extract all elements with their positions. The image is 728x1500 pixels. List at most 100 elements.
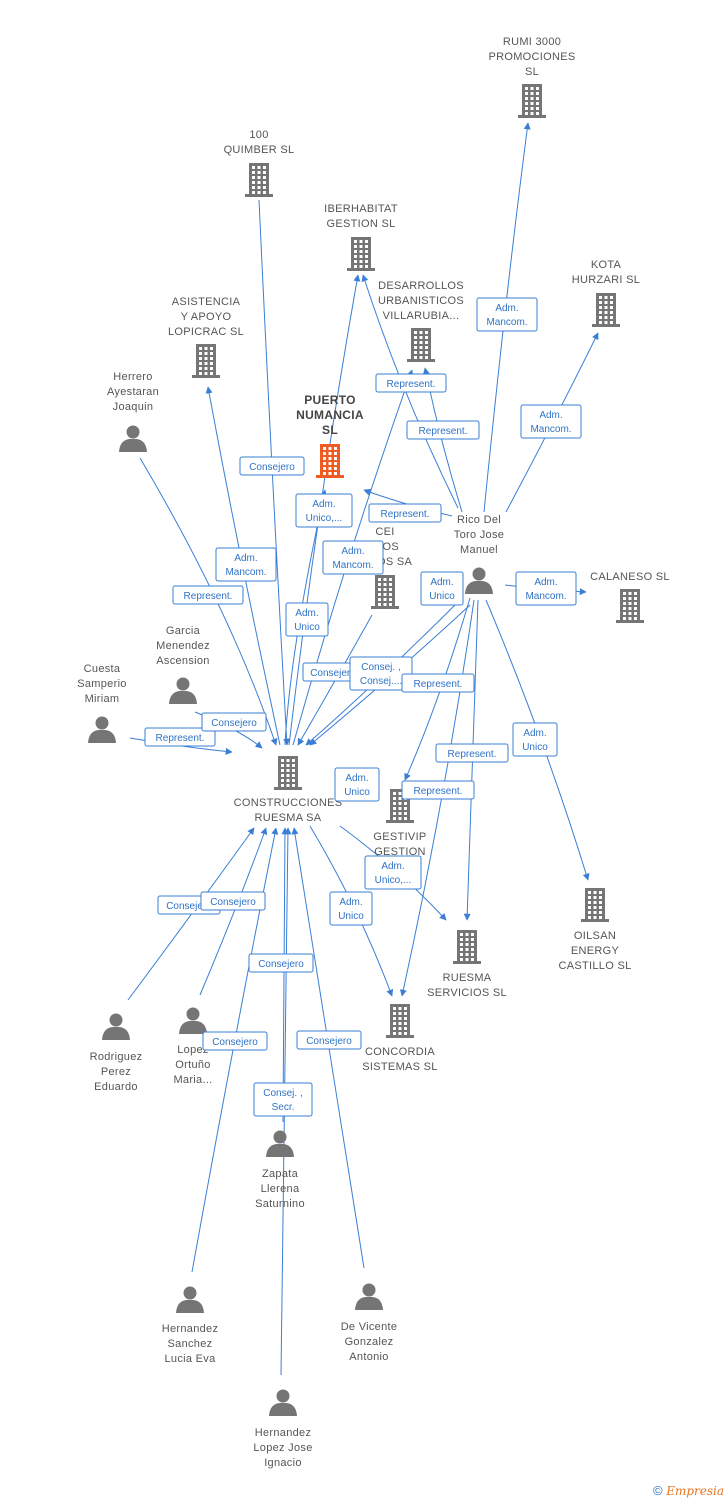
node-calaneso[interactable]: CALANESO SL bbox=[590, 571, 670, 623]
building-icon bbox=[616, 589, 644, 623]
svg-text:Adm.Mancom.: Adm.Mancom. bbox=[525, 577, 566, 602]
svg-text:Adm.Unico: Adm.Unico bbox=[344, 773, 370, 798]
edge-label: Consej. ,Consej.... bbox=[349, 656, 413, 691]
building-icon bbox=[347, 237, 375, 271]
person-icon bbox=[465, 567, 493, 594]
building-icon bbox=[192, 344, 220, 378]
edge-label: Consejero bbox=[239, 456, 305, 476]
edge-rico-ruesma bbox=[463, 599, 479, 921]
edge-label: Adm.Mancom. bbox=[515, 571, 577, 606]
edge-rico-gest bbox=[404, 597, 471, 781]
edge-quimber bbox=[258, 199, 291, 746]
edge-label: Represent. bbox=[375, 373, 447, 393]
edge-labels-layer: ConsejeroAdm.Unico,...Adm.Mancom.Represe… bbox=[144, 297, 582, 1117]
copyright-symbol: © bbox=[652, 1483, 663, 1498]
building-icon bbox=[453, 930, 481, 964]
building-icon bbox=[407, 328, 435, 362]
svg-text:Consejero: Consejero bbox=[249, 462, 295, 473]
building-icon bbox=[316, 444, 344, 478]
svg-text:Adm.Mancom.: Adm.Mancom. bbox=[225, 553, 266, 578]
svg-text:Represent.: Represent. bbox=[184, 591, 233, 602]
edge-label: Consejero bbox=[201, 712, 267, 732]
edge-label: Represent. bbox=[401, 780, 475, 800]
svg-text:Represent.: Represent. bbox=[381, 509, 430, 520]
edge-label: Represent. bbox=[368, 503, 442, 523]
svg-text:Represent.: Represent. bbox=[387, 379, 436, 390]
node-label: CALANESO SL bbox=[590, 571, 670, 583]
svg-text:Consejero: Consejero bbox=[306, 1036, 352, 1047]
edge-label: Represent. bbox=[172, 585, 244, 605]
edge-label: Adm.Unico bbox=[285, 602, 329, 637]
brand-name[interactable]: Empresia bbox=[666, 1484, 724, 1498]
person-icon bbox=[102, 1013, 130, 1040]
svg-text:Adm.Unico: Adm.Unico bbox=[429, 577, 455, 602]
building-icon bbox=[371, 575, 399, 609]
svg-text:Adm.Unico: Adm.Unico bbox=[338, 897, 364, 922]
edge-label: Adm.Unico bbox=[512, 722, 558, 757]
edge-label: Consejero bbox=[248, 953, 314, 973]
edge-label: Represent. bbox=[144, 727, 216, 747]
building-icon bbox=[245, 163, 273, 197]
person-icon bbox=[176, 1286, 204, 1313]
person-icon bbox=[269, 1389, 297, 1416]
svg-text:Consej. ,Secr.: Consej. ,Secr. bbox=[263, 1088, 302, 1113]
svg-text:Adm.Unico,...: Adm.Unico,... bbox=[306, 499, 343, 524]
edge-label: Adm.Unico bbox=[329, 891, 373, 926]
svg-text:Adm.Mancom.: Adm.Mancom. bbox=[486, 303, 527, 328]
edge-label: Consejero bbox=[296, 1030, 362, 1050]
building-icon bbox=[581, 888, 609, 922]
edge-label: Consejero bbox=[202, 1031, 268, 1051]
svg-text:Adm.Unico: Adm.Unico bbox=[522, 728, 548, 753]
edge-label: Adm.Mancom. bbox=[215, 547, 277, 582]
svg-text:Consejero: Consejero bbox=[212, 1037, 258, 1048]
person-icon bbox=[266, 1130, 294, 1157]
edge-label: Consej. ,Secr. bbox=[253, 1082, 313, 1117]
person-icon bbox=[169, 677, 197, 704]
svg-text:Adm.Unico: Adm.Unico bbox=[294, 608, 320, 633]
edge-label: Represent. bbox=[401, 673, 475, 693]
edge-label: Adm.Unico bbox=[334, 767, 380, 802]
building-icon bbox=[274, 756, 302, 790]
svg-text:Represent.: Represent. bbox=[414, 786, 463, 797]
footer-brand: © Empresia bbox=[653, 1483, 724, 1498]
svg-text:Consejero: Consejero bbox=[210, 897, 256, 908]
